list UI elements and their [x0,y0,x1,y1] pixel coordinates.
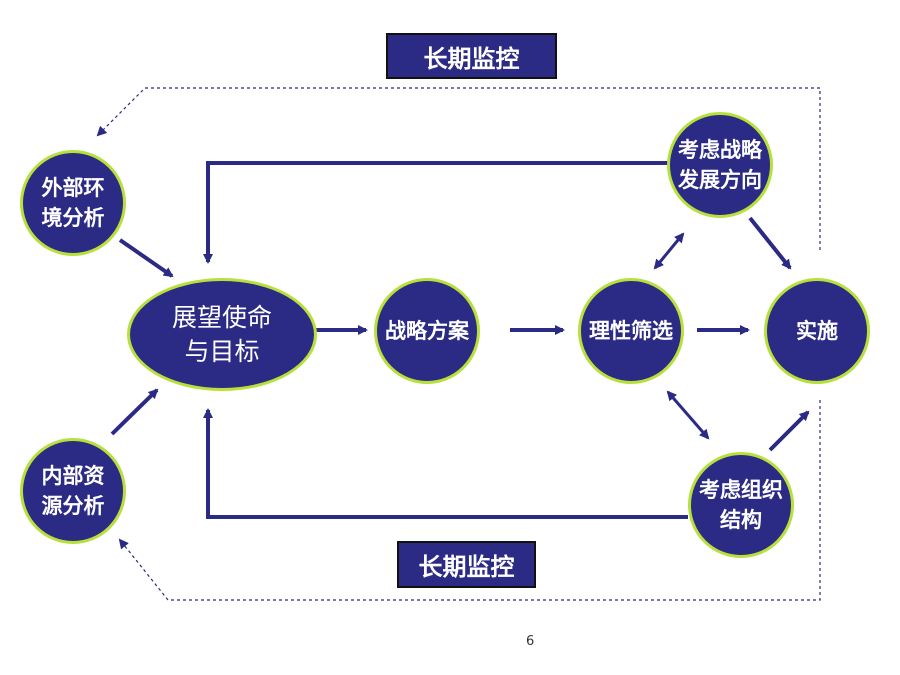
arrow-screening-direction [653,232,685,270]
monitor-label-top: 长期监控 [386,33,557,79]
node-strategic-direction-label: 考虑战略 发展方向 [678,138,762,192]
arrow-screening-organization [666,390,710,440]
arrow-internal-to-vision [110,388,159,436]
node-implementation-label: 实施 [796,319,838,343]
node-organization-structure: 考虑组织 结构 [688,452,794,558]
arrow-direction-to-implement [748,216,792,270]
feedback-arrow-top [203,161,668,264]
monitor-loop-top [96,87,821,250]
arrow-organization-to-implement [768,410,810,452]
node-vision-mission: 展望使命 与目标 [127,278,317,391]
node-rational-screening-label: 理性筛选 [589,319,673,343]
monitor-label-bottom: 长期监控 [397,541,536,588]
node-implementation: 实施 [764,278,870,384]
node-strategic-direction: 考虑战略 发展方向 [667,112,773,218]
node-internal-analysis-label: 内部资 源分析 [41,464,105,518]
node-external-analysis-label: 外部环 境分析 [41,176,105,230]
node-internal-analysis: 内部资 源分析 [20,438,126,544]
node-organization-structure-label: 考虑组织 结构 [699,478,783,532]
node-external-analysis: 外部环 境分析 [20,150,126,256]
arrow-external-to-vision [118,238,174,278]
node-rational-screening: 理性筛选 [578,278,684,384]
monitor-loop-bottom [118,400,821,601]
page-number: 6 [526,634,535,649]
node-vision-mission-label: 展望使命 与目标 [171,302,272,366]
node-strategy-plan-label: 战略方案 [385,319,469,343]
feedback-arrow-bottom [203,408,688,519]
node-strategy-plan: 战略方案 [374,278,480,384]
